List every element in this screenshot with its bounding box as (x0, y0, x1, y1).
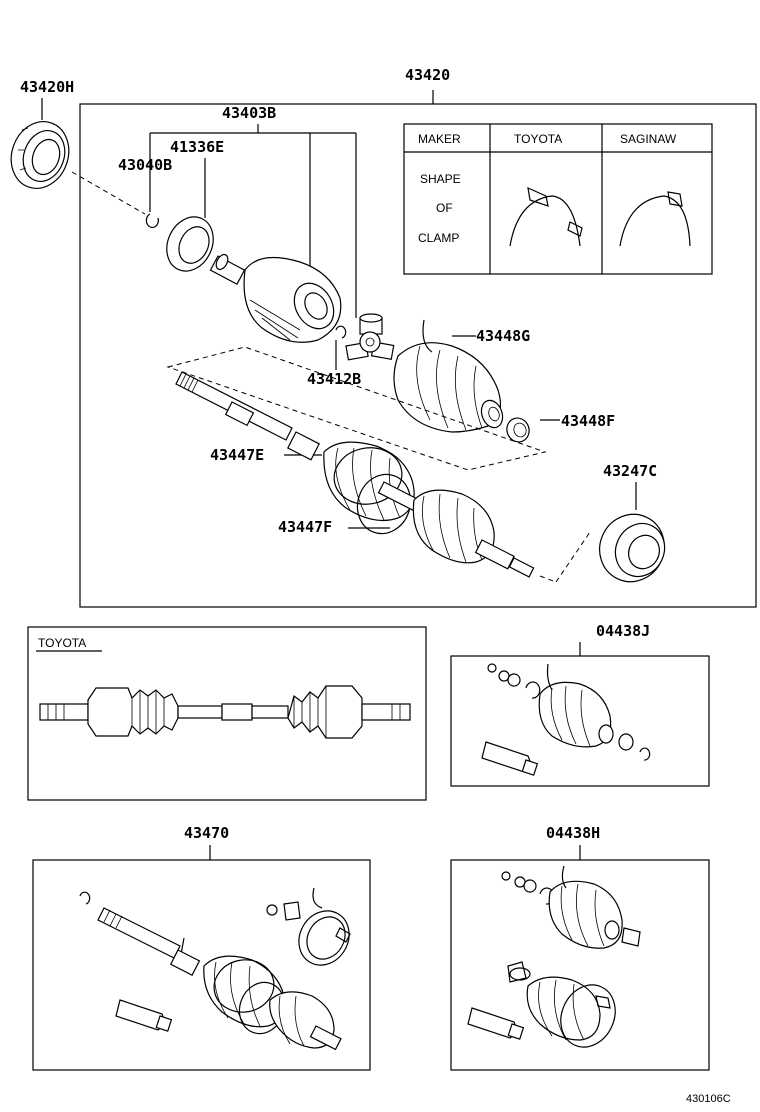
toyota-clamp-icon (509, 186, 583, 247)
label-43470[interactable]: 43470 (184, 824, 229, 842)
label-43420[interactable]: 43420 (405, 66, 450, 84)
toyota-variant-box (27, 626, 427, 801)
kit-04438H-parts[interactable] (467, 865, 641, 1056)
washer-41336E[interactable] (158, 209, 222, 278)
label-43040B[interactable]: 43040B (118, 156, 172, 174)
toyota-shaft-drawing[interactable] (39, 685, 411, 739)
label-43447E[interactable]: 43447E (210, 446, 264, 464)
label-41336E[interactable]: 41336E (170, 138, 224, 156)
shaft-43470-parts[interactable] (79, 887, 359, 1051)
table-header-maker: MAKER (418, 132, 461, 146)
inboard-boot-43448G[interactable] (393, 319, 506, 433)
intermediate-shaft[interactable] (175, 371, 293, 441)
assembly-box-43420 (79, 103, 757, 608)
clamp-43448F[interactable] (504, 415, 533, 445)
assembly-box-43470 (32, 859, 371, 1071)
label-04438J[interactable]: 04438J (596, 622, 650, 640)
label-43403B[interactable]: 43403B (222, 104, 276, 122)
saginaw-clamp-icon (619, 191, 691, 247)
diagram-reference-code: 430106C (686, 1093, 731, 1105)
label-43447F[interactable]: 43447F (278, 518, 332, 536)
label-43448F[interactable]: 43448F (561, 412, 615, 430)
oil-seal-43420H[interactable] (2, 113, 78, 196)
label-43247C[interactable]: 43247C (603, 462, 657, 480)
kit-04438J-parts[interactable] (481, 663, 651, 776)
toyota-box-title: TOYOTA (38, 636, 86, 650)
clamp-shape-table: MAKER TOYOTA SAGINAW SHAPE OF CLAMP (403, 123, 713, 275)
drive-shaft-assembly[interactable] (287, 431, 535, 578)
table-row-shape: SHAPE (420, 172, 461, 186)
label-43420H[interactable]: 43420H (20, 78, 74, 96)
table-row-clamp: CLAMP (418, 231, 459, 245)
snap-ring-43040B[interactable] (145, 213, 159, 229)
label-43448G[interactable]: 43448G (476, 327, 530, 345)
seal-43247C[interactable] (589, 504, 676, 593)
tripod-joint[interactable] (345, 313, 395, 361)
table-header-saginaw: SAGINAW (620, 132, 677, 146)
outboard-joint-housing[interactable] (209, 253, 342, 343)
label-43412B[interactable]: 43412B (307, 370, 361, 388)
label-04438H[interactable]: 04438H (546, 824, 600, 842)
table-header-toyota: TOYOTA (514, 132, 562, 146)
table-row-of: OF (436, 201, 453, 215)
